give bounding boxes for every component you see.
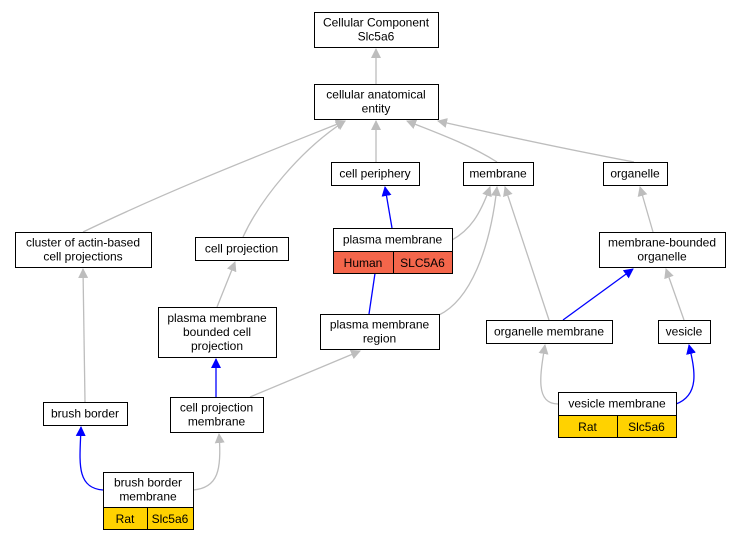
edge-vm-to-om (538, 344, 559, 405)
edge-om-to-mbo (562, 268, 634, 321)
edge-brush-to-cluster (78, 268, 89, 403)
node-brush[interactable]: brush border (43, 402, 128, 426)
node-box (170, 397, 264, 433)
node-label-line: Cellular Component (323, 16, 430, 30)
edge-bbm-to-cpm (192, 433, 225, 491)
edge-mbo-to-organelle (637, 186, 654, 233)
node-organelle[interactable]: organelle (603, 162, 668, 186)
node-label-line: cell projections (43, 250, 122, 264)
edge-membrane-to-cae (406, 119, 498, 163)
edge-cluster-to-cae (82, 119, 346, 233)
node-label-line: region (363, 332, 396, 346)
node-label-line: organelle (610, 167, 660, 181)
node-om[interactable]: organelle membrane (486, 320, 613, 344)
node-label-line: membrane (469, 167, 527, 181)
gene-cell-label: Slc5a6 (628, 420, 665, 434)
node-box (463, 162, 534, 186)
node-label-line: cell projection (205, 242, 278, 256)
species-cell-label: Human (344, 256, 383, 270)
gene-cell (147, 507, 194, 530)
node-box (15, 232, 152, 268)
node-box (158, 307, 277, 358)
gene-cell (617, 415, 677, 438)
edge-cellproj-to-cae (242, 120, 346, 238)
edge-vm-to-vesicle (675, 344, 696, 405)
node-label-line: membrane (119, 490, 177, 504)
edge-om-to-membrane (503, 186, 550, 321)
node-box (314, 12, 439, 48)
node-cellper[interactable]: cell periphery (331, 162, 420, 186)
edges-layer (75, 48, 696, 491)
edge-pmbcp-to-cellproj (216, 261, 237, 308)
node-vesicle[interactable]: vesicle (658, 320, 711, 344)
edge-pm-to-cellper (381, 186, 393, 229)
node-box (314, 84, 439, 120)
node-box (331, 162, 420, 186)
node-box (195, 237, 289, 261)
node-label-line: plasma membrane (343, 233, 443, 247)
node-box (658, 320, 711, 344)
node-label-line: plasma membrane (167, 311, 267, 325)
edge-bbm-to-brush (75, 426, 104, 491)
node-box (599, 232, 726, 268)
edge-vesicle-to-mbo (664, 268, 685, 321)
node-label-line: organelle membrane (494, 325, 604, 339)
node-membrane[interactable]: membrane (463, 162, 534, 186)
node-label-line: organelle (637, 250, 687, 264)
node-label-line: brush border (114, 476, 182, 490)
node-label-line: bounded cell (183, 325, 251, 339)
edge-cpm-to-pmr (249, 349, 361, 398)
edge-organelle-to-cae (437, 118, 635, 163)
edge-pm-to-membrane (451, 186, 492, 241)
node-box (603, 162, 668, 186)
species-cell-label: Rat (578, 420, 597, 434)
node-label-line: cell projection (180, 401, 253, 415)
node-label-line: vesicle membrane (568, 397, 666, 411)
node-box (320, 314, 440, 350)
node-label-line: vesicle (666, 325, 703, 339)
species-cell-label: Rat (116, 512, 135, 526)
node-cellproj[interactable]: cell projection (195, 237, 289, 261)
gene-cell-label: Slc5a6 (152, 512, 189, 526)
gene-cell (393, 251, 453, 274)
node-label-line: plasma membrane (330, 318, 430, 332)
node-label-line: membrane-bounded (608, 236, 716, 250)
node-label-line: cluster of actin-based (26, 236, 140, 250)
node-label-line: cell periphery (339, 167, 410, 181)
node-box (43, 402, 128, 426)
gene-cell-label: SLC5A6 (400, 256, 445, 270)
node-label-line: cellular anatomical (326, 88, 425, 102)
node-box (103, 472, 194, 508)
node-label-line: membrane (188, 415, 246, 429)
node-label-line: brush border (51, 407, 119, 421)
node-label-line: projection (191, 339, 243, 353)
node-label-line: entity (362, 102, 391, 116)
node-label-line: Slc5a6 (358, 30, 395, 44)
edge-pmr-to-membrane (438, 186, 501, 316)
node-box (486, 320, 613, 344)
